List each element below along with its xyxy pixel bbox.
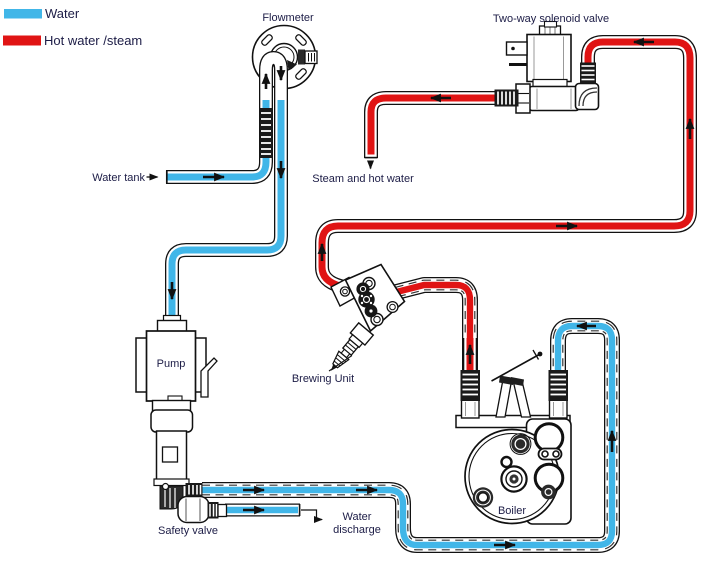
flowmeter-u-pipe (259, 50, 288, 100)
safety-valve-ribbed (207, 502, 219, 519)
boiler-label: Boiler (498, 505, 526, 517)
solenoid-ribbed-inlet (580, 62, 596, 84)
discharge-leader (301, 509, 318, 520)
steam-circuit (315, 35, 697, 373)
boiler-blue-fitting (548, 370, 568, 401)
brewing-unit-plate (344, 263, 406, 333)
labels: Flowmeter Two-way solenoid valve Water t… (92, 12, 609, 537)
legend-water-label: Water (45, 6, 80, 21)
boiler-sensors (491, 349, 543, 418)
pipe-flowmeter-to-pump (165, 62, 288, 321)
solenoid-valve-label: Two-way solenoid valve (493, 13, 609, 25)
water-discharge-label-2: discharge (333, 524, 381, 536)
pump: Pump (135, 314, 218, 487)
water-circuit (165, 62, 620, 553)
brewing-unit-valve-stack (356, 282, 378, 318)
pump-bracket (200, 357, 218, 398)
solenoid-ribbed-outlet (494, 89, 519, 107)
pipe-brewing-to-solenoid (315, 35, 697, 304)
flow-arrows (167, 37, 695, 550)
safety-valve-body (177, 495, 210, 524)
legend-steam-swatch (3, 35, 41, 46)
boiler: Boiler (455, 349, 572, 525)
pipe-solenoid-to-outlet (364, 91, 497, 159)
legend-water-swatch (4, 9, 42, 19)
pipe-pump-to-boiler-braided (202, 318, 620, 553)
legend: Water Hot water /steam (3, 6, 142, 48)
steam-outlet-label: Steam and hot water (312, 173, 414, 185)
flowmeter-label: Flowmeter (262, 12, 314, 24)
safety-valve-label: Safety valve (158, 525, 218, 537)
pump-label: Pump (157, 358, 186, 370)
solenoid-connector (505, 41, 528, 56)
flowmeter-rotor (287, 60, 297, 71)
solenoid-valve (494, 20, 600, 114)
water-discharge-label-1: Water (343, 511, 372, 523)
brewing-unit-nozzle (330, 321, 375, 371)
safety-valve (159, 482, 228, 524)
legend-steam-label: Hot water /steam (44, 33, 142, 48)
pipe-tank-to-flowmeter (165, 62, 273, 184)
boiler-red-fitting (460, 370, 480, 401)
brewing-unit-leader (328, 355, 353, 372)
flowmeter-connector (298, 49, 318, 65)
brewing-unit-label: Brewing Unit (292, 373, 354, 385)
pump-body (145, 330, 197, 402)
pump-outlet-ribbed (185, 483, 203, 497)
check-valve-sleeve (259, 108, 273, 158)
brewing-unit (330, 263, 406, 371)
water-tank-label: Water tank (92, 172, 145, 184)
